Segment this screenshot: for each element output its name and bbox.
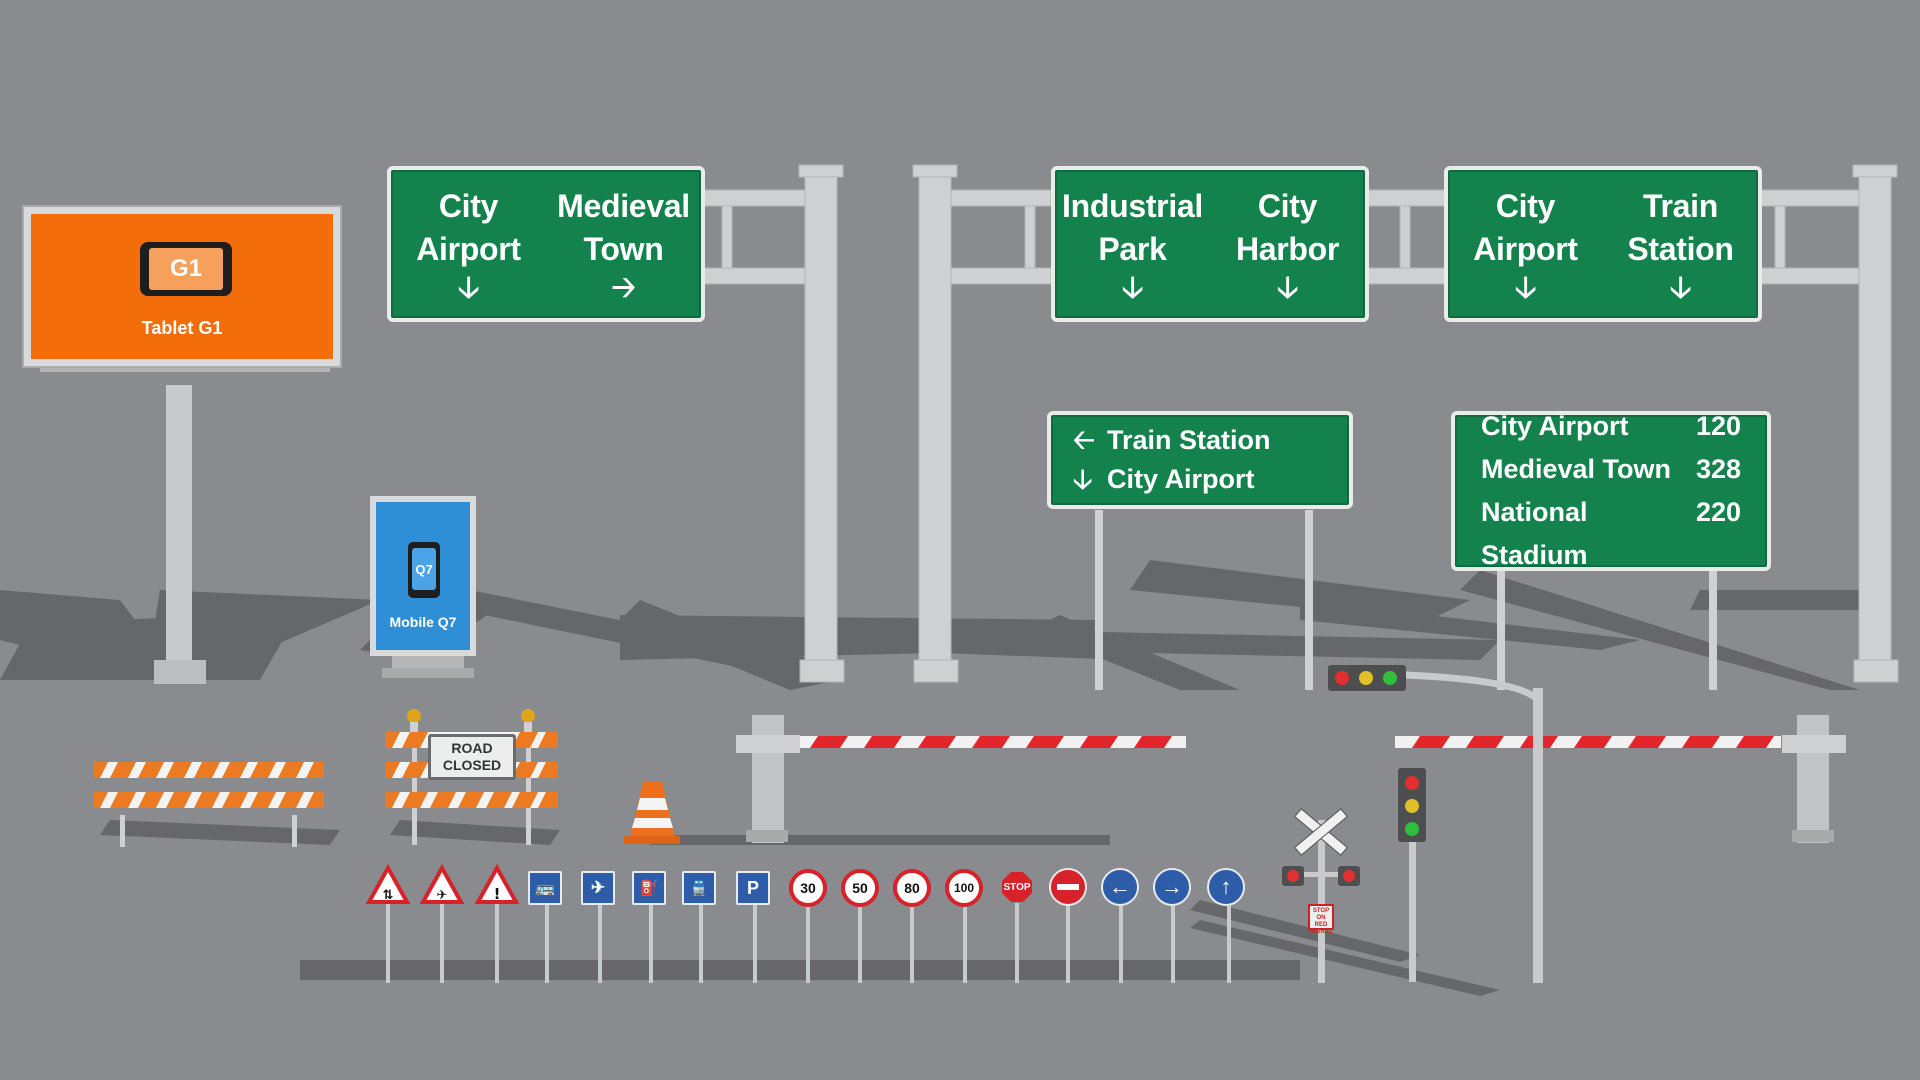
airport-sign: ✈: [581, 871, 615, 905]
destination-city-airport: City Airport 🡣: [1473, 188, 1578, 304]
tablet-icon: G1: [140, 242, 232, 296]
airplane-icon: ✈: [590, 878, 606, 897]
billboard-ledge: [40, 362, 330, 372]
boom-barrier-left: [736, 715, 1186, 843]
destination-city-airport: City Airport 🡣: [416, 188, 521, 304]
road-closed-sign: ROAD CLOSED: [428, 734, 516, 780]
speed-limit-30-sign: 30: [789, 869, 827, 907]
boom-barrier-right: [1395, 715, 1846, 843]
arrow-left-icon: ←: [1109, 874, 1131, 899]
stop-sign: STOP: [1002, 872, 1032, 902]
arrow-up-sign: ↑: [1207, 868, 1245, 906]
direction-row-train-station: 🡠 Train Station: [1073, 421, 1349, 460]
gantry-1: [696, 164, 845, 683]
stop-on-red-signal-plate: STOP ON RED SIGNAL: [1308, 904, 1334, 935]
arrow-down-icon: 🡣: [1514, 271, 1537, 304]
no-entry-sign: [1049, 868, 1087, 906]
speed-limit-100-sign: 100: [945, 869, 983, 907]
destination-city-harbor: City Harbor 🡣: [1235, 188, 1340, 304]
traffic-cone: [624, 782, 680, 844]
distance-row: National Stadium 220: [1481, 497, 1741, 570]
arrow-left-sign: ←: [1101, 868, 1139, 906]
warning-triangles: ⇅ ✈ !: [365, 863, 520, 904]
svg-text:!: !: [494, 885, 501, 903]
train-sign: 🚆: [682, 871, 716, 905]
arrow-down-icon: 🡣: [1121, 271, 1144, 304]
destination-medieval-town: Medieval Town 🡢: [557, 188, 690, 304]
arrow-right-icon: →: [1161, 874, 1183, 899]
svg-text:✈: ✈: [437, 888, 448, 903]
arrow-right-sign: →: [1153, 868, 1191, 906]
destination-train-station: Train Station 🡣: [1627, 188, 1734, 304]
no-entry-bar: [1057, 884, 1079, 890]
arrow-down-icon: 🡣: [1073, 464, 1093, 494]
parking-sign: P: [736, 871, 770, 905]
bus-icon: 🚌: [535, 880, 555, 897]
small-sign-posts: [386, 903, 1231, 983]
overhead-sign-1: City Airport 🡣 Medieval Town 🡢: [387, 166, 705, 322]
tablet-screen-text: G1: [149, 248, 223, 290]
billboard-tablet-g1: G1 Tablet G1: [24, 207, 340, 366]
arrow-up-icon: ↑: [1220, 874, 1232, 899]
phone-icon: Q7: [408, 542, 440, 598]
svg-text:⇅: ⇅: [383, 888, 394, 903]
traffic-light-vertical: [1398, 768, 1426, 982]
kiosk-label: Mobile Q7: [389, 614, 457, 630]
gantry-2: [912, 164, 1899, 683]
train-icon: 🚆: [689, 880, 709, 897]
traffic-light-arm: [1328, 665, 1543, 983]
overhead-sign-2: Industrial Park 🡣 City Harbor 🡣: [1051, 166, 1369, 322]
billboard-post: [166, 385, 192, 675]
distance-row: Medieval Town 328: [1481, 454, 1741, 484]
distance-row: City Airport 120: [1481, 411, 1741, 441]
arrow-down-icon: 🡣: [1669, 271, 1692, 304]
billboard-label: Tablet G1: [141, 318, 223, 338]
fuel-pump-icon: ⛽: [639, 880, 659, 897]
speed-limit-80-sign: 80: [893, 869, 931, 907]
arrow-left-icon: 🡠: [1073, 425, 1095, 455]
arrow-right-icon: 🡢: [611, 271, 636, 304]
destination-industrial-park: Industrial Park 🡣: [1061, 188, 1204, 304]
kiosk-mobile-q7: Q7 Mobile Q7: [370, 496, 476, 656]
bus-stop-sign: 🚌: [528, 871, 562, 905]
gas-station-sign: ⛽: [632, 871, 666, 905]
railway-crossing: [1282, 808, 1360, 983]
distance-sign: City Airport 120 Medieval Town 328 Natio…: [1451, 411, 1771, 571]
phone-screen-text: Q7: [412, 548, 436, 590]
barricade-plain: [94, 762, 324, 847]
overhead-sign-3: City Airport 🡣 Train Station 🡣: [1444, 166, 1762, 322]
sign-posts: [1095, 510, 1717, 690]
arrow-down-icon: 🡣: [1276, 271, 1299, 304]
direction-row-city-airport: 🡣 City Airport: [1073, 460, 1349, 499]
arrow-down-icon: 🡣: [457, 271, 480, 304]
speed-limit-50-sign: 50: [841, 869, 879, 907]
direction-sign: 🡠 Train Station 🡣 City Airport: [1047, 411, 1353, 509]
barricade-road-closed: [385, 709, 558, 845]
